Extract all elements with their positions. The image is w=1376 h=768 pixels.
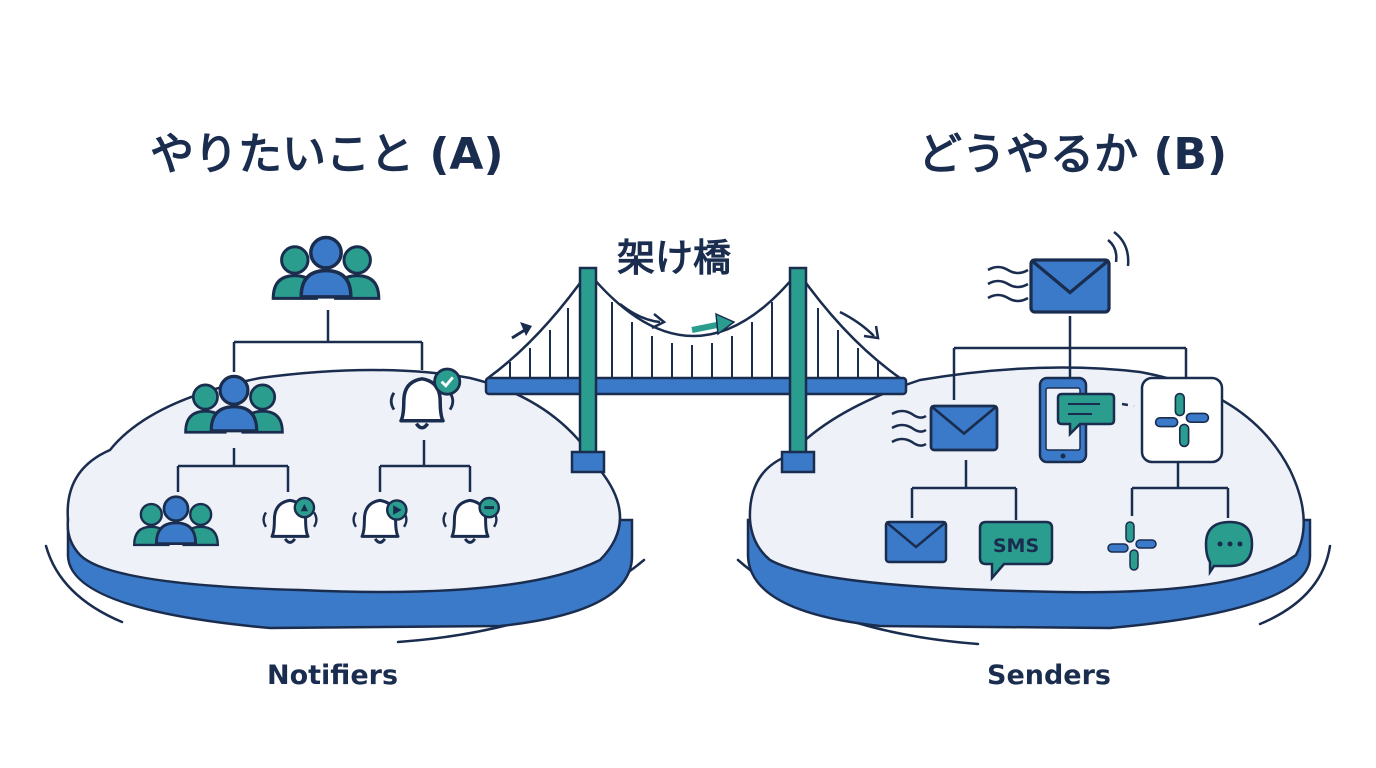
flow-arrows — [511, 303, 880, 340]
smartphone-chat-icon — [1038, 376, 1116, 464]
notifier-tree-lines — [176, 310, 472, 492]
small-envelope-icon — [884, 520, 948, 564]
right-swoosh — [1258, 544, 1332, 626]
left-title: やりたいこと (A) — [150, 129, 504, 180]
notifiers-caption: Notifiers — [267, 660, 399, 691]
suspension-bridge — [484, 266, 908, 474]
top-envelope-icon — [987, 231, 1130, 314]
bell-check-icon — [389, 367, 462, 430]
mid-group-icon — [186, 376, 283, 432]
sms-bubble-icon: SMS — [978, 520, 1054, 582]
mid-envelope-icon — [891, 404, 999, 452]
left-island — [66, 368, 634, 630]
top-group-icon — [273, 238, 379, 299]
chat-bubble-icon — [1204, 520, 1254, 577]
bridge-title: 架け橋 — [617, 236, 732, 280]
right-island — [746, 366, 1312, 630]
bell-minus-icon — [442, 496, 501, 544]
small-group-icon — [134, 497, 218, 545]
right-title: どうやるか (B) — [918, 129, 1228, 180]
senders-caption: Senders — [987, 660, 1112, 691]
slack-box-icon — [1140, 376, 1224, 464]
bell-play-icon — [352, 498, 408, 544]
bell-up-icon — [262, 496, 318, 544]
sender-tree-lines — [910, 316, 1230, 520]
sms-label: SMS — [993, 535, 1039, 557]
left-swoosh — [44, 544, 124, 624]
